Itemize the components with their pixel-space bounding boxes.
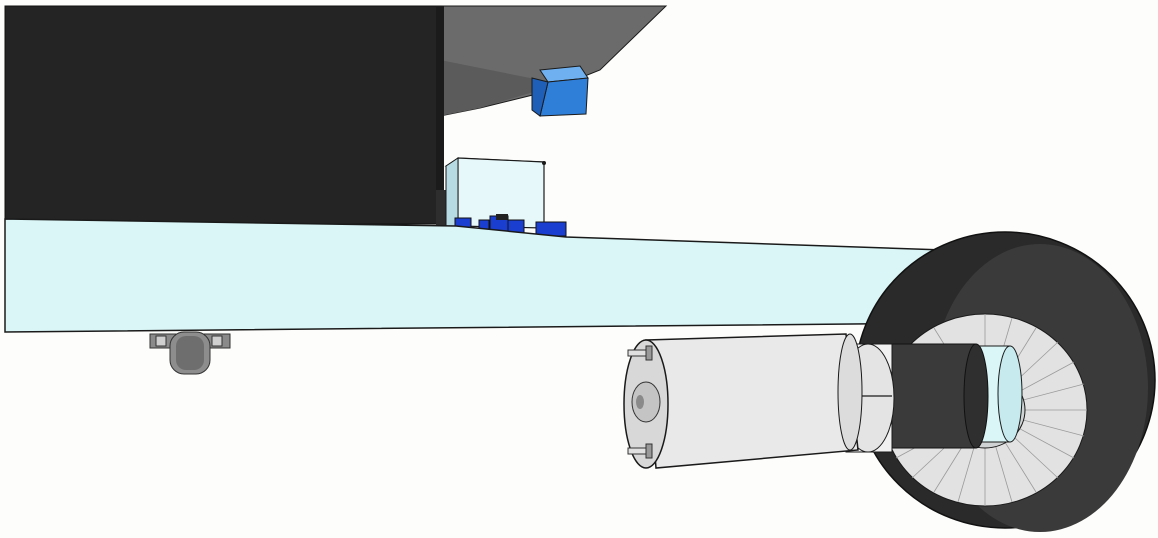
control-box [444,157,546,229]
dark-enclosure [4,5,442,225]
dc-motor [623,333,863,469]
hub-coupling [841,343,1023,453]
caster-wheel [149,331,231,375]
dark-enclosure-side [436,6,444,232]
grey-hopper-shade [440,60,560,116]
blue-sensor-cube [531,65,589,117]
